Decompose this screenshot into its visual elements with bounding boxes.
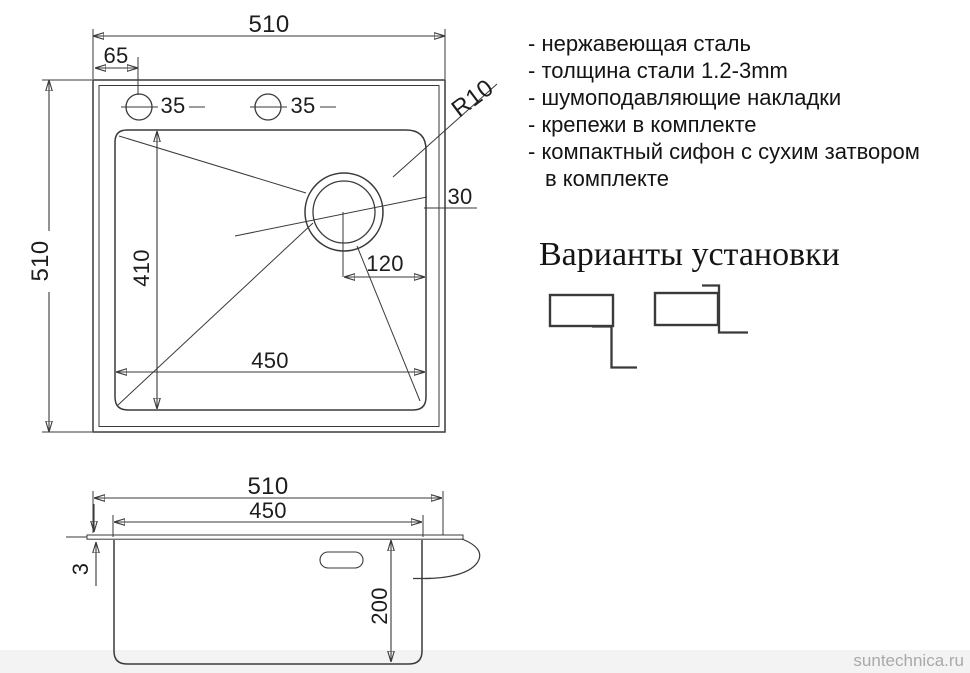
dim-hole-offset: 65 <box>103 43 129 68</box>
flush-mount-profile <box>702 284 748 334</box>
top-view-drawing <box>42 29 498 433</box>
countertop-section-right <box>653 291 720 327</box>
dim-left-height: 510 <box>27 240 54 282</box>
feature-item-continuation: в комплекте <box>545 166 669 191</box>
bowl-profile <box>113 540 423 665</box>
dim-rim-thickness: 3 <box>68 562 93 576</box>
dim-bowl-width: 450 <box>251 348 289 373</box>
dim-hole-right: 35 <box>290 93 316 118</box>
countertop-section-left <box>548 293 615 328</box>
feature-item: - компактный сифон с сухим затвором <box>528 139 920 164</box>
bowl-edge <box>114 129 427 411</box>
dim-side-bowl-width: 450 <box>249 498 287 523</box>
drain-inner-circle <box>312 180 376 244</box>
side-view-drawing <box>66 491 481 665</box>
overlay-mount-profile <box>592 325 637 369</box>
installation-diagrams <box>548 284 748 369</box>
sink-rim-inner-edge <box>98 85 440 427</box>
drain-outer-circle <box>304 172 384 252</box>
dim-rim-width: 30 <box>447 184 473 209</box>
installation-title: Варианты установки <box>539 236 840 273</box>
dim-drain-offset: 120 <box>366 251 404 276</box>
dim-bowl-depth: 200 <box>367 587 392 625</box>
watermark-text: suntechnica.ru <box>853 651 964 670</box>
mount-clip-curve <box>424 538 481 580</box>
feature-item: - нержавеющая сталь <box>528 31 751 56</box>
corner-radius-leader <box>392 83 498 178</box>
sink-rim-profile <box>86 534 464 540</box>
overflow-hole <box>319 551 364 569</box>
feature-list: - нержавеющая сталь - толщина стали 1.2-… <box>528 30 920 192</box>
dim-side-width: 510 <box>247 473 289 500</box>
feature-item: - шумоподавляющие накладки <box>528 85 842 110</box>
feature-item: - крепежи в комплекте <box>528 112 757 137</box>
dim-hole-left: 35 <box>160 93 186 118</box>
watermark-strip <box>0 650 970 673</box>
feature-item: - толщина стали 1.2-3mm <box>528 58 788 83</box>
dim-top-width: 510 <box>248 11 290 38</box>
sink-outer-edge <box>92 79 446 433</box>
dim-bowl-height: 410 <box>129 249 154 287</box>
